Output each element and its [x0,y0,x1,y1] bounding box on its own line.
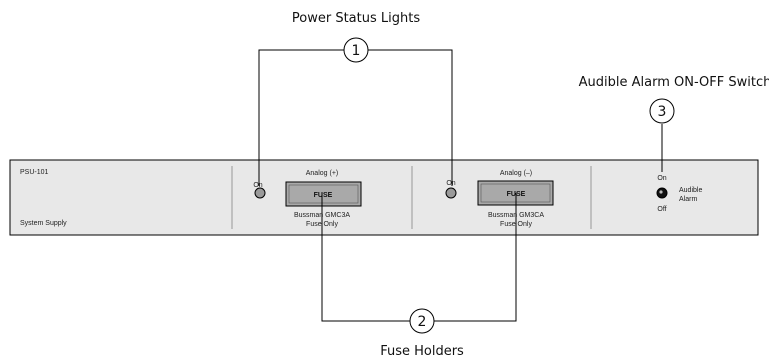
panel-model: PSU-101 [20,169,49,176]
left-fuse-label: FUSE [314,192,333,199]
right-power-light-label: On [446,180,455,187]
callout-2-circle [409,308,435,334]
callout-2-leader-right [434,193,517,322]
alarm-on-label: On [657,175,666,182]
right-power-status-light [445,187,457,199]
callout-2-number: 2 [418,314,427,330]
alarm-off-label: Off [657,206,666,213]
callout-3-number: 3 [658,104,667,120]
callout-2-leader-left [321,193,410,322]
left-section-title: Analog (+) [306,170,339,177]
left-power-status-light [254,187,266,199]
callout-3-circle [649,98,675,124]
left-power-light-label: On [253,182,262,189]
callout-1-number: 1 [352,43,361,59]
right-section-title: Analog (–) [500,170,532,177]
alarm-label-line2: Alarm [679,196,697,203]
callout-1-circle [343,37,369,63]
callout-fuse-holders-title: Fuse Holders [380,344,464,359]
audible-alarm-switch[interactable] [656,187,668,199]
callout-1-leader-right [368,49,453,186]
panel-name: System Supply [20,220,67,227]
callout-power-status-title: Power Status Lights [292,11,420,26]
panel-body [9,159,759,236]
callout-1-leader-left [258,49,344,186]
left-fuse-holder[interactable]: FUSE [285,181,362,207]
callout-alarm-switch-title: Audible Alarm ON-OFF Switch [579,75,769,90]
alarm-label-line1: Audible [679,187,702,194]
